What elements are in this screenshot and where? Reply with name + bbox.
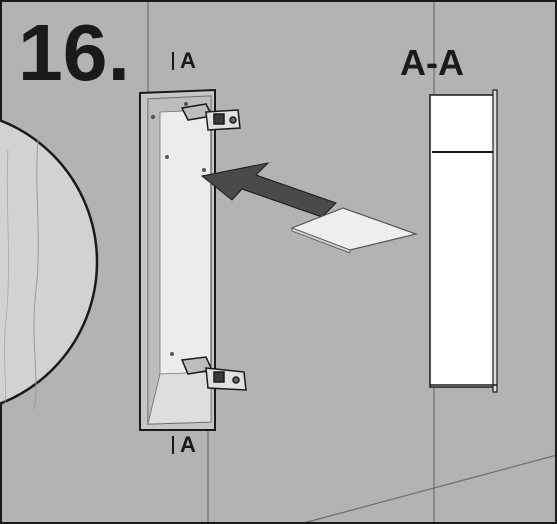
hinge-bracket-icon: [180, 356, 247, 391]
section-mark-bottom: A: [172, 432, 196, 457]
section-view-title: A-A: [400, 42, 464, 83]
section-mark-bottom-label: A: [180, 432, 196, 457]
detail-magnifier: [0, 118, 99, 411]
hinge-bracket-icon: [180, 103, 241, 131]
section-view: [429, 89, 498, 393]
wall-niche: [139, 88, 216, 431]
glass-shelf: [290, 207, 419, 254]
insert-arrow-icon: [200, 162, 337, 218]
section-mark-top: A: [172, 48, 196, 73]
section-mark-top-label: A: [180, 48, 196, 73]
step-number: 16.: [18, 8, 130, 97]
